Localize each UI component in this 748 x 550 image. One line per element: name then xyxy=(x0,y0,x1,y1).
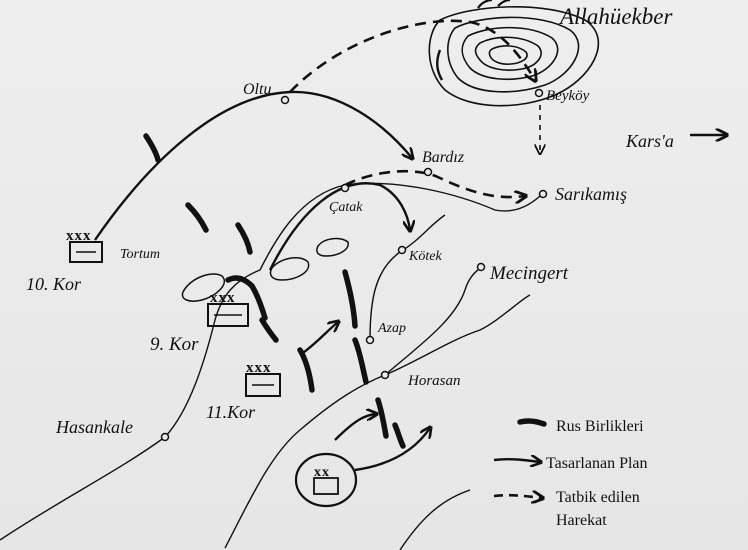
settlement-markers xyxy=(160,88,548,442)
corps10-symbol: xxx xyxy=(66,228,103,263)
division-symbol: xx xyxy=(294,452,358,508)
kotek-marker xyxy=(397,245,407,255)
russian-units xyxy=(143,133,406,449)
horasan-marker xyxy=(380,370,390,380)
label-corps9: 9. Kor xyxy=(150,334,199,355)
beykoy-marker xyxy=(534,88,544,98)
hasankale-marker xyxy=(160,432,170,442)
corps9-symbol: xxx xyxy=(207,290,249,327)
label-kars: Kars'a xyxy=(625,131,674,151)
corps10-echelon: xxx xyxy=(66,228,92,244)
label-allahuekber: Allahüekber xyxy=(558,4,673,29)
legend-russian: Rus Birlikleri xyxy=(517,418,644,435)
roads-rivers xyxy=(0,182,541,550)
label-corps10: 10. Kor xyxy=(26,274,82,294)
label-catak: Çatak xyxy=(329,200,363,215)
oltu-marker xyxy=(280,95,290,105)
sarikamis-marker xyxy=(538,189,548,199)
label-azap: Azap xyxy=(377,321,406,336)
corps9-echelon: xxx xyxy=(210,290,236,306)
legend-planned: Tasarlanan Plan xyxy=(493,455,648,472)
label-oltu: Oltu xyxy=(243,81,271,98)
catak-marker xyxy=(340,183,350,193)
azap-marker xyxy=(365,335,375,345)
corps11-echelon: xxx xyxy=(246,360,272,376)
label-corps11: 11.Kor xyxy=(206,402,256,422)
label-mecingert: Mecingert xyxy=(489,263,569,284)
label-hasankale: Hasankale xyxy=(55,417,133,437)
lakes xyxy=(181,237,349,302)
label-horasan: Horasan xyxy=(407,373,461,389)
legend-executed: Tatbik edilen Harekat xyxy=(493,489,640,529)
legend-executed-label-1: Tatbik edilen xyxy=(556,489,640,506)
legend: Rus Birlikleri Tasarlanan Plan Tatbik ed… xyxy=(493,418,648,529)
bardiz-marker xyxy=(423,167,433,177)
corps11-symbol: xxx xyxy=(245,360,281,397)
label-tortum: Tortum xyxy=(120,247,160,262)
label-beykoy: Beyköy xyxy=(546,88,590,104)
label-bardiz: Bardız xyxy=(422,149,465,166)
place-labels: Allahüekber Beyköy Oltu Bardız Sarıkamış… xyxy=(26,4,674,437)
executed-arrows xyxy=(289,19,540,197)
mecingert-marker xyxy=(476,262,486,272)
label-kotek: Kötek xyxy=(408,249,442,264)
legend-russian-label: Rus Birlikleri xyxy=(556,418,644,435)
legend-planned-label: Tasarlanan Plan xyxy=(546,455,648,472)
label-sarikamis: Sarıkamış xyxy=(555,184,627,204)
division-echelon: xx xyxy=(314,465,330,480)
legend-executed-label-2: Harekat xyxy=(556,512,607,529)
